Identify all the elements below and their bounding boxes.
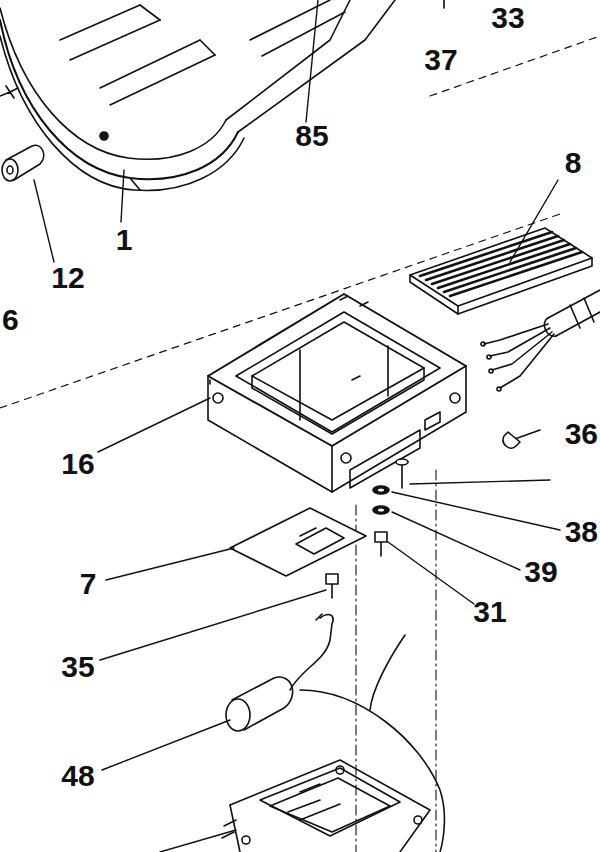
callout-number: 7 — [80, 568, 97, 600]
callout-number: 39 — [524, 556, 557, 588]
callout-number: 16 — [61, 448, 94, 480]
callout-number: 1 — [116, 224, 133, 256]
callout-number: 12 — [51, 262, 84, 294]
callout-number: 85 — [295, 120, 328, 152]
callout-number: 48 — [61, 760, 94, 792]
callout-number: 35 — [61, 651, 94, 683]
callout-number: 33 — [491, 2, 524, 34]
callout-number: 36 — [565, 418, 598, 450]
callout-number: 38 — [565, 516, 598, 548]
callout-number: 8 — [565, 147, 582, 179]
callout-number: 6 — [2, 304, 19, 336]
callout-number: 37 — [424, 44, 457, 76]
callout-number: 31 — [473, 596, 506, 628]
